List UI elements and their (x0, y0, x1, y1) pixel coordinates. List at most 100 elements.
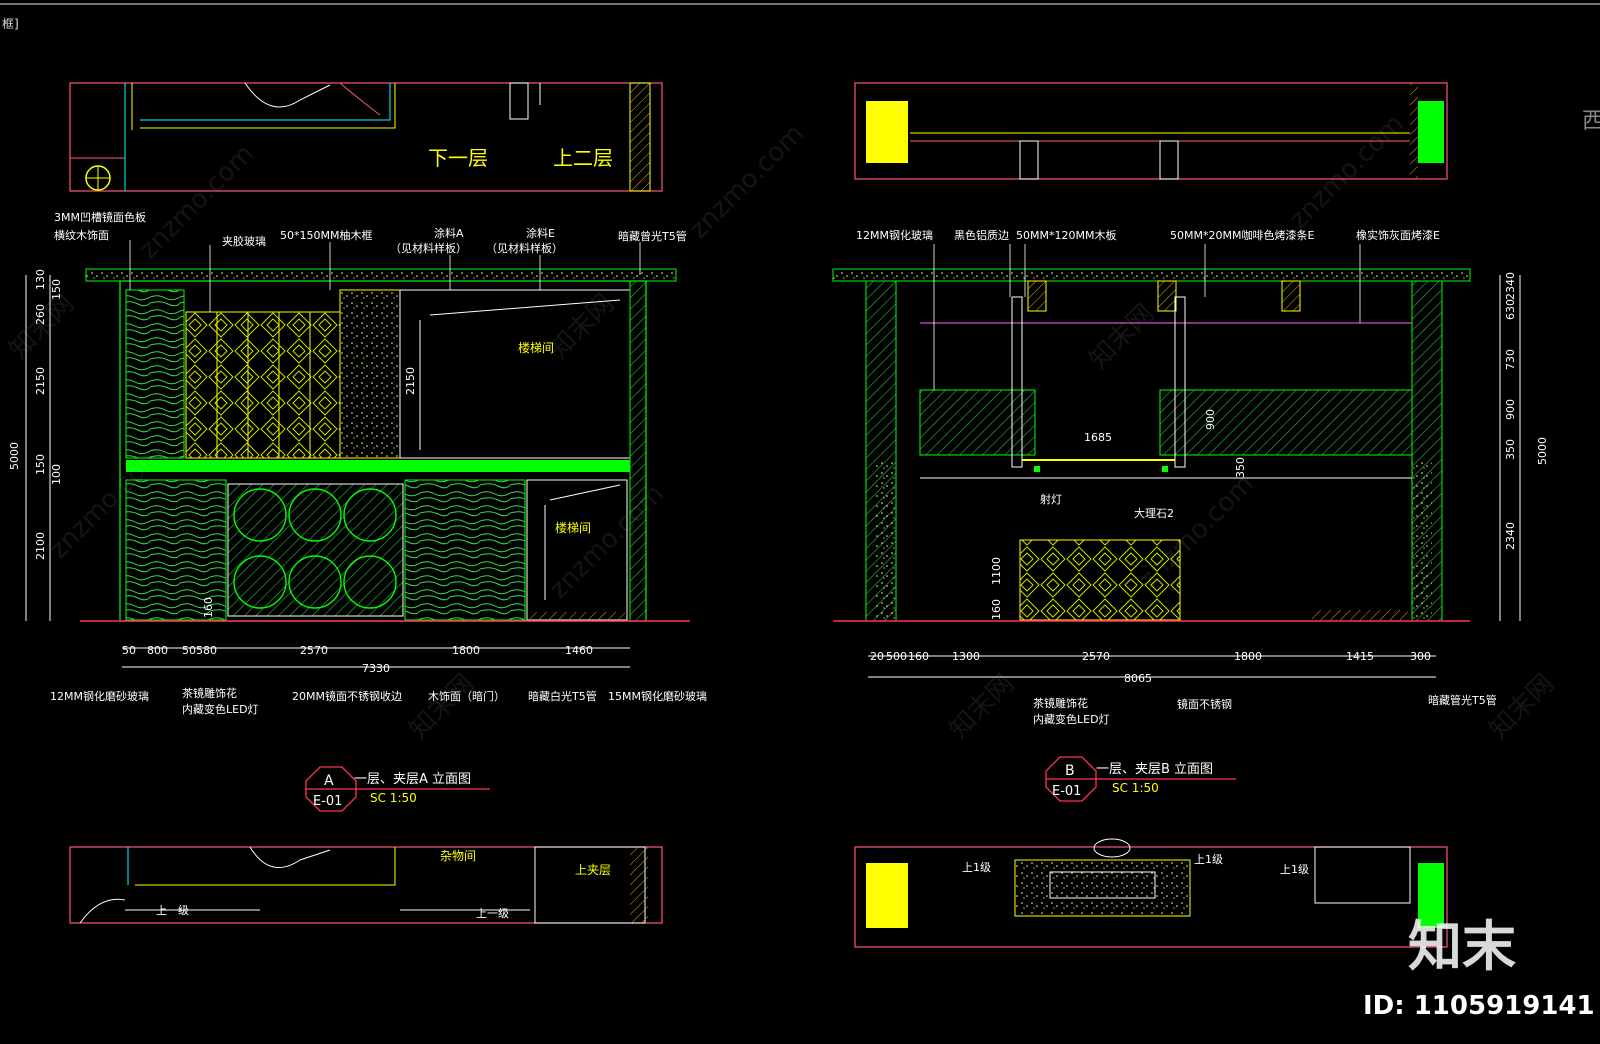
dim-b-1685: 1685 (1084, 431, 1112, 444)
note-b-top-2: 50MM*120MM木板 (1016, 228, 1116, 242)
watermark-brand-1: 知末网 (4, 289, 80, 365)
note-b-top-3: 50MM*20MM咖啡色烤漆条E (1170, 228, 1314, 242)
dim-b-total-height: 5000 (1536, 437, 1549, 465)
dim-b-730: 730 (1504, 349, 1517, 370)
dim-a-inner-2150: 2150 (404, 367, 417, 395)
dim-b-b-20: 20 (870, 650, 884, 663)
column-yellow (866, 101, 908, 163)
dim-b-630: 630 (1504, 299, 1517, 320)
note-a-bot-4: 木饰面（暗门） (428, 689, 505, 703)
plan-label-mezzanine: 上夹层 (575, 863, 611, 877)
carved-mirror-panel (1019, 539, 1181, 621)
elevation-a-scale: SC 1:50 (370, 791, 417, 805)
note-b-bot-1: 内藏变色LED灯 (1033, 712, 1110, 726)
tag-a-sheet: E-01 (313, 794, 342, 809)
note-a-bot-6: 15MM钢化磨砂玻璃 (608, 689, 707, 703)
column-green (1418, 101, 1444, 163)
watermark-brand-4: 知末网 (404, 669, 480, 745)
note-a-top-3: 50*150MM柚木框 (280, 228, 372, 242)
watermark-site-2: znzmo.com (684, 119, 810, 245)
dim-b-1100: 1100 (990, 557, 1003, 585)
dim-a-2100: 2100 (34, 532, 47, 560)
note-b-top-1: 黑色铝质边 (954, 228, 1009, 242)
dim-b-b-500: 500 (886, 650, 907, 663)
label-marble: 大理石2 (1134, 506, 1174, 520)
note-a-top-1: 横纹木饰面 (54, 228, 109, 242)
dim-b-b-2570: 2570 (1082, 650, 1110, 663)
note-b-bot-0: 茶镜雕饰花 (1033, 696, 1088, 710)
watermark-site-3: znzmo.com (1284, 109, 1410, 235)
note-a-bot-1: 茶镜雕饰花 (182, 686, 237, 700)
dim-a-b-1460: 1460 (565, 644, 593, 657)
chair-icon (1093, 838, 1131, 858)
watermark-id: ID: 1105919141 (1363, 991, 1595, 1021)
dim-a-100: 100 (50, 464, 63, 485)
reception-desk (1014, 859, 1191, 917)
dim-a-inner-160: 160 (202, 597, 215, 618)
dim-a-b-580: 580 (196, 644, 217, 657)
tag-a-letter: A (324, 773, 334, 789)
dim-a-130: 130 (34, 269, 47, 290)
dim-b-2340-top: 2340 (1504, 272, 1517, 300)
elevation-b-scale: SC 1:50 (1112, 781, 1159, 795)
plan-label-up: 上二层 (553, 146, 613, 170)
dim-a-total-height: 5000 (8, 442, 21, 470)
dim-b-b-160: 160 (908, 650, 929, 663)
note-a-bot-5: 暗藏白光T5管 (528, 689, 597, 703)
note-b-top-0: 12MM钢化玻璃 (856, 228, 933, 242)
dim-a-total-width: 7330 (362, 662, 390, 675)
room-label-stair-lower: 楼梯间 (555, 520, 591, 535)
dim-a-b-50b: 50 (182, 644, 196, 657)
note-b-top-4: 橡实饰灰面烤漆E (1356, 228, 1440, 242)
dim-b-350-inner: 350 (1234, 457, 1247, 478)
plan-side-label: 西 (1582, 109, 1600, 134)
elevation-a-title: 一层、夹层A 立面图 (354, 772, 471, 787)
plan-label-step-left: 上一级 (156, 904, 189, 917)
watermark-logo: 知末 (1408, 915, 1516, 978)
plan-label-step-a: 上1级 (962, 861, 991, 874)
dim-a-b-1800: 1800 (452, 644, 480, 657)
watermark-site-6: znzmo.com (1134, 469, 1260, 595)
dim-a-b-2570: 2570 (300, 644, 328, 657)
plan-left-top: 下一层 上二层 (69, 82, 663, 192)
note-a-top-8: 暗藏曾光T5管 (618, 229, 687, 243)
dim-b-total-width: 8065 (1124, 672, 1152, 685)
dim-a-2150: 2150 (34, 367, 47, 395)
note-a-top-7: （见材料样板） (486, 241, 563, 255)
plan-left-bottom: 杂物间 上夹层 上一级 上一级 (69, 846, 663, 924)
note-a-bot-3: 20MM镜面不锈钢收边 (292, 689, 402, 703)
dim-b-b-1800: 1800 (1234, 650, 1262, 663)
plan-label-step-b: 上1级 (1194, 853, 1223, 866)
dim-b-900: 900 (1504, 399, 1517, 420)
elevation-b-title: 一层、夹层B 立面图 (1096, 762, 1213, 777)
dim-b-900-inner: 900 (1204, 409, 1217, 430)
dim-a-b-800: 800 (147, 644, 168, 657)
dim-b-2340: 2340 (1504, 522, 1517, 550)
note-b-bot-2: 镜面不锈钢 (1177, 697, 1232, 711)
section-tag-b (1045, 756, 1097, 802)
dim-a-150b: 150 (34, 454, 47, 475)
plan-label-step-right: 上一级 (476, 907, 509, 920)
plan-right-bottom: 上1级 上1级 上1级 (854, 838, 1448, 948)
note-a-bot-0: 12MM钢化磨砂玻璃 (50, 689, 149, 703)
note-a-top-5: （见材料样板） (390, 241, 467, 255)
tag-b-sheet: E-01 (1052, 784, 1081, 799)
note-a-top-2: 夹胶玻璃 (222, 234, 266, 248)
dim-a-150: 150 (50, 279, 63, 300)
tag-b-letter: B (1065, 763, 1075, 779)
carved-glass-panel (185, 311, 341, 459)
note-a-bot-2: 内藏变色LED灯 (182, 702, 259, 716)
plan-label-storage: 杂物间 (440, 849, 476, 863)
note-a-top-0: 3MM凹槽镜面色板 (54, 210, 146, 224)
elevation-b: 630 730 900 350 2340 2340 5000 1685 900 … (832, 228, 1549, 802)
note-b-bot-3: 暗藏管光T5管 (1428, 693, 1497, 707)
dim-b-350: 350 (1504, 439, 1517, 460)
dim-a-b-50: 50 (122, 644, 136, 657)
section-tag-a (305, 766, 357, 812)
dim-b-b-1415: 1415 (1346, 650, 1374, 663)
plan-label-step-c: 上1级 (1280, 863, 1309, 876)
viewport-corner-label: 框] (2, 17, 19, 31)
room-label-stair-upper: 楼梯间 (518, 340, 554, 355)
dim-a-260: 260 (34, 304, 47, 325)
